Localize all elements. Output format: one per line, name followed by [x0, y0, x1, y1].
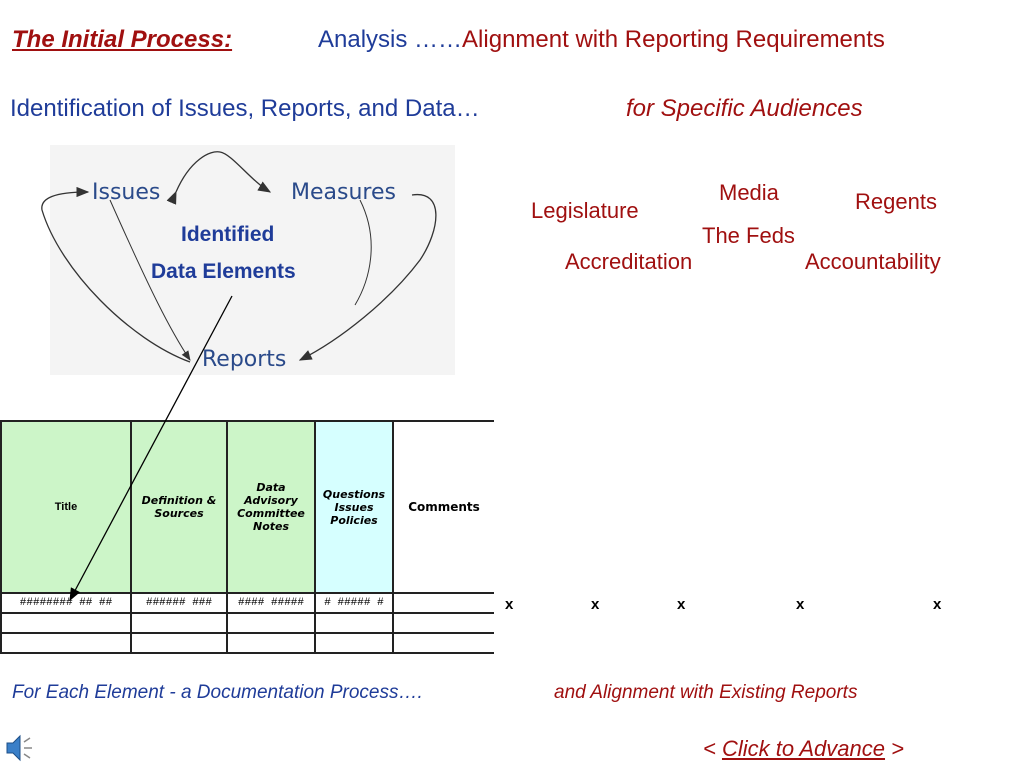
table-cell [0, 612, 132, 634]
table-cell [226, 612, 316, 634]
header-title: Title [0, 420, 132, 594]
audience-legislature: Legislature [531, 198, 639, 223]
table-cell [392, 612, 494, 634]
audience-the-feds: The Feds [702, 223, 795, 248]
cell-title: ######## ## ## [0, 592, 132, 614]
process-diagram-arrows [41, 151, 437, 363]
diagram-issues-label: Issues [92, 180, 161, 205]
x-mark: x [677, 596, 686, 613]
header-definition: Definition & Sources [130, 420, 228, 594]
table-cell [130, 612, 228, 634]
alignment-reports-text: and Alignment with Existing Reports [554, 682, 858, 703]
alignment-text: Alignment with Reporting Requirements [462, 26, 885, 53]
documentation-table: Title Definition & Sources Data Advisory… [0, 420, 494, 654]
audiences-heading: for Specific Audiences [626, 95, 863, 122]
header-questions: Questions Issues Policies [314, 420, 394, 594]
table-cell [130, 632, 228, 654]
element-pointer-arrow [69, 295, 233, 602]
advance-open: < [703, 736, 722, 761]
audience-accreditation: Accreditation [565, 249, 693, 274]
advance-close: > [885, 736, 904, 761]
speaker-icon[interactable] [4, 732, 34, 764]
diagram-reports-label: Reports [202, 347, 287, 372]
documentation-process-text: For Each Element - a Documentation Proce… [12, 682, 423, 703]
header-committee-notes: Data Advisory Committee Notes [226, 420, 316, 594]
x-mark: x [933, 596, 942, 613]
slide-subtitle: Analysis ……Alignment with Reporting Requ… [318, 26, 885, 54]
identified-label: Identified [181, 223, 275, 246]
data-elements-label: Data Elements [151, 260, 296, 283]
x-mark: x [591, 596, 600, 613]
click-to-advance: < Click to Advance > [703, 736, 904, 762]
slide-title: The Initial Process: [12, 26, 233, 53]
table-row [0, 612, 494, 634]
click-to-advance-link[interactable]: Click to Advance [721, 736, 886, 761]
audience-regents: Regents [855, 189, 937, 214]
audience-media: Media [719, 180, 779, 205]
audience-accountability: Accountability [805, 249, 941, 274]
cell-committee: #### ##### [226, 592, 316, 614]
table-cell [0, 632, 132, 654]
header-comments: Comments [392, 420, 494, 594]
analysis-text: Analysis …… [318, 26, 463, 53]
table-cell [226, 632, 316, 654]
table-cell [314, 632, 394, 654]
cell-questions: # ##### # [314, 592, 394, 614]
table-header-row: Title Definition & Sources Data Advisory… [0, 420, 494, 594]
x-mark: x [505, 596, 514, 613]
table-cell [314, 612, 394, 634]
table-row [0, 632, 494, 654]
diagram-measures-label: Measures [291, 180, 396, 205]
table-row: ######## ## ## ###### ### #### ##### # #… [0, 592, 494, 614]
cell-definition: ###### ### [130, 592, 228, 614]
table-cell [392, 632, 494, 654]
x-mark: x [796, 596, 805, 613]
identification-heading: Identification of Issues, Reports, and D… [10, 95, 480, 122]
cell-comments [392, 592, 494, 614]
